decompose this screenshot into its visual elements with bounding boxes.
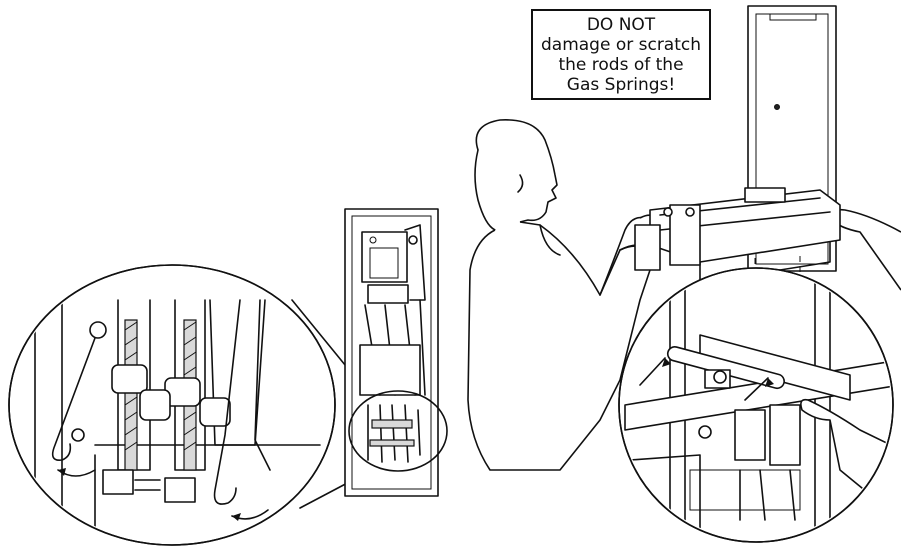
wall-frame-open — [634, 5, 841, 290]
warning-line-1: DO NOT — [586, 14, 656, 35]
left-detail-ellipse — [8, 264, 336, 546]
warning-line-3: the rods of the — [558, 54, 684, 75]
warning-line-4: Gas Springs! — [566, 74, 676, 95]
warning-line-2: damage or scratch — [540, 34, 702, 55]
warning-callout: DO NOT damage or scratch the rods of the… — [531, 9, 711, 100]
wall-frame-unit — [344, 208, 448, 497]
right-detail-circle — [618, 267, 894, 543]
